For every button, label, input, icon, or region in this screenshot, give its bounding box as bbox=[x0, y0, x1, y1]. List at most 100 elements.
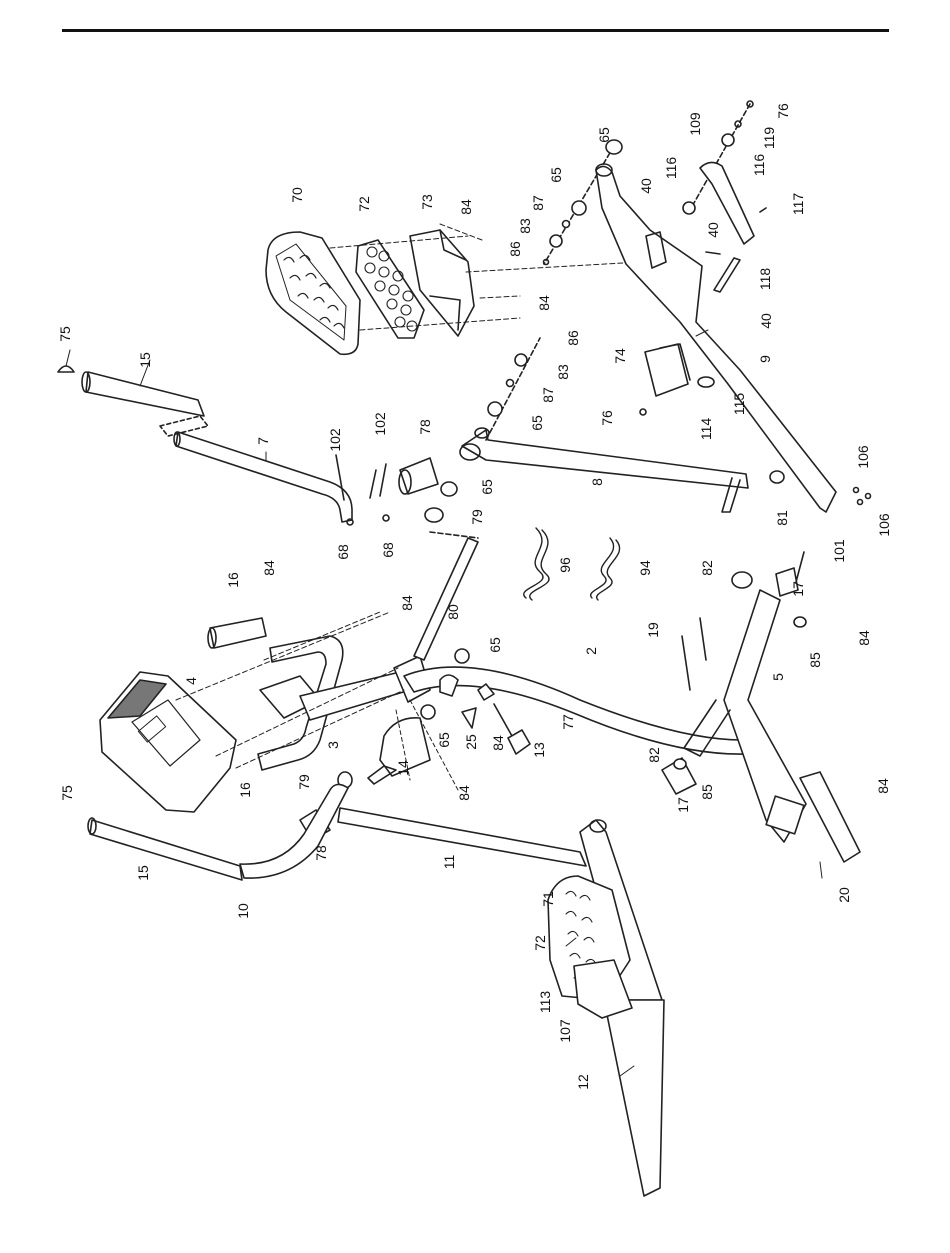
callout-16-b: 16 bbox=[237, 782, 253, 798]
part-102-bolt-c bbox=[380, 464, 386, 496]
part-94-cable bbox=[591, 538, 620, 600]
callout-70: 70 bbox=[289, 187, 305, 203]
part-74-pedal-pad bbox=[645, 344, 690, 396]
callout-114: 114 bbox=[698, 418, 714, 441]
callout-15-b: 15 bbox=[135, 865, 151, 881]
callout-14: 14 bbox=[395, 760, 411, 776]
callout-83-a: 83 bbox=[517, 218, 533, 234]
part-10-lower-arm bbox=[240, 784, 348, 878]
callout-65-f: 65 bbox=[436, 732, 452, 748]
callout-118: 118 bbox=[757, 268, 773, 291]
part-19-screw-b bbox=[682, 636, 690, 690]
part-79-bearing-upper bbox=[425, 508, 443, 522]
part-5-stabilizer bbox=[684, 590, 806, 842]
callout-78-a: 78 bbox=[417, 419, 433, 435]
callout-80: 80 bbox=[445, 604, 461, 620]
part-83-washer-b bbox=[515, 354, 527, 366]
callout-113: 113 bbox=[537, 991, 553, 1014]
callout-13: 13 bbox=[531, 742, 547, 758]
callout-106-b: 106 bbox=[876, 513, 892, 537]
callout-86-a: 86 bbox=[507, 241, 523, 257]
part-65-bearing-d bbox=[488, 402, 502, 416]
callout-119: 119 bbox=[761, 127, 777, 150]
part-102-bolt-b bbox=[370, 470, 376, 498]
callout-107: 107 bbox=[557, 1019, 573, 1043]
part-82-cap-b bbox=[674, 759, 686, 769]
callout-78-b: 78 bbox=[313, 845, 329, 861]
callout-74: 74 bbox=[612, 348, 628, 364]
callout-75-b: 75 bbox=[59, 785, 75, 801]
part-85-wheel-a bbox=[794, 617, 806, 627]
callout-68-a: 68 bbox=[335, 544, 351, 560]
part-25-clip bbox=[462, 708, 476, 728]
callout-72-a: 72 bbox=[356, 196, 372, 212]
part-117-screw bbox=[760, 208, 766, 212]
callout-65-c: 65 bbox=[529, 415, 545, 431]
callout-12: 12 bbox=[575, 1074, 591, 1090]
callout-84-c: 84 bbox=[261, 560, 277, 576]
callout-86-b: 86 bbox=[565, 330, 581, 346]
callout-96: 96 bbox=[557, 557, 573, 573]
part-19-screw-a bbox=[700, 618, 706, 660]
callout-15-a: 15 bbox=[137, 352, 153, 368]
part-96-cable bbox=[524, 528, 549, 600]
callout-83-b: 83 bbox=[555, 364, 571, 380]
part-83-washer-a bbox=[550, 235, 562, 247]
callout-20: 20 bbox=[836, 887, 852, 903]
part-118-axle bbox=[714, 258, 740, 292]
part-11-lower-link bbox=[338, 808, 586, 866]
callout-17-a: 17 bbox=[790, 581, 806, 597]
callout-84-h: 84 bbox=[875, 778, 891, 794]
part-106-screw-b bbox=[858, 500, 863, 505]
part-20-foot bbox=[800, 772, 860, 862]
callout-101: 101 bbox=[831, 539, 847, 563]
callout-109: 109 bbox=[687, 112, 703, 136]
part-68-nut-b bbox=[383, 515, 389, 521]
part-82-cap-a bbox=[732, 572, 752, 588]
callout-76-b: 76 bbox=[599, 410, 615, 426]
callout-84-f: 84 bbox=[456, 785, 472, 801]
callout-65-a: 65 bbox=[596, 127, 612, 143]
callout-85-b: 85 bbox=[699, 784, 715, 800]
part-106-screw-c bbox=[866, 494, 871, 499]
part-101-bolt bbox=[796, 552, 804, 582]
callout-11: 11 bbox=[441, 855, 457, 870]
callout-65-e: 65 bbox=[487, 637, 503, 653]
callout-65-d: 65 bbox=[479, 479, 495, 495]
part-87-washer-a bbox=[563, 221, 570, 228]
part-81-cap bbox=[770, 471, 784, 483]
callout-84-d: 84 bbox=[399, 595, 415, 611]
part-15-grip-lower bbox=[88, 818, 242, 880]
callout-79-b: 79 bbox=[296, 774, 312, 790]
callout-84-e: 84 bbox=[490, 735, 506, 751]
callout-9: 9 bbox=[757, 355, 773, 363]
callout-8: 8 bbox=[589, 478, 605, 486]
part-78-bushing-upper bbox=[399, 458, 438, 494]
callout-102-b: 102 bbox=[372, 412, 388, 436]
callout-77: 77 bbox=[560, 714, 576, 730]
callout-79-a: 79 bbox=[469, 509, 485, 525]
part-65-bearing-c bbox=[441, 482, 457, 496]
part-86-bolt-a bbox=[544, 260, 549, 265]
callout-40-a: 40 bbox=[638, 178, 654, 194]
callout-94: 94 bbox=[637, 560, 653, 576]
callout-75-a: 75 bbox=[57, 326, 73, 342]
callout-106-a: 106 bbox=[855, 445, 871, 469]
callout-81: 81 bbox=[774, 510, 790, 526]
part-16-foam-upper bbox=[208, 618, 266, 648]
callout-72-b: 72 bbox=[532, 935, 548, 951]
callout-116-a: 116 bbox=[663, 157, 679, 180]
callout-16-a: 16 bbox=[225, 572, 241, 588]
part-4-console bbox=[100, 672, 236, 812]
callout-84-g: 84 bbox=[856, 630, 872, 646]
callout-102-a: 102 bbox=[327, 428, 343, 452]
part-114-wheel bbox=[698, 377, 714, 387]
callout-82-a: 82 bbox=[699, 560, 715, 576]
callout-84-a: 84 bbox=[458, 199, 474, 215]
part-116-bushing-a bbox=[683, 202, 695, 214]
part-65-bearing-e bbox=[455, 649, 469, 663]
callout-71: 71 bbox=[540, 891, 556, 907]
part-65-bearing-b bbox=[572, 201, 586, 215]
callout-3: 3 bbox=[325, 741, 341, 749]
